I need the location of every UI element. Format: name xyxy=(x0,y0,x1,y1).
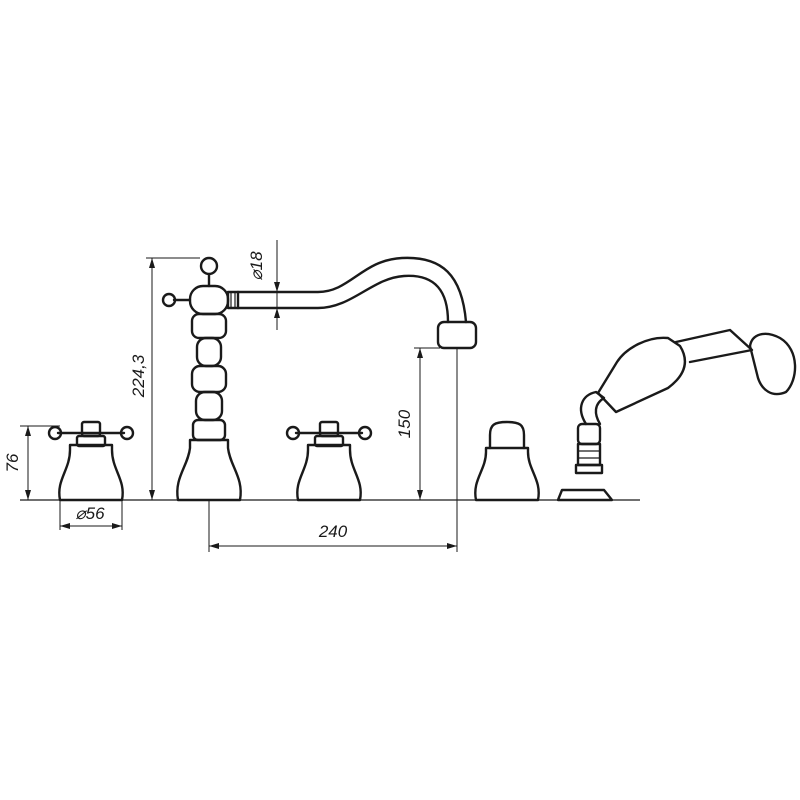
diverter-valve xyxy=(474,420,540,502)
middle-valve xyxy=(285,420,373,502)
left-valve xyxy=(47,420,135,502)
spout-arm xyxy=(226,256,478,350)
dim-label-150: 150 xyxy=(395,409,414,438)
dim-spout-height xyxy=(414,347,440,500)
dim-label-18: ⌀18 xyxy=(247,251,266,281)
dim-pipe-diameter xyxy=(268,240,286,330)
dim-handle-height xyxy=(20,425,60,500)
dim-label-56: ⌀56 xyxy=(75,504,105,523)
dim-label-224-3: 224,3 xyxy=(129,354,148,398)
dim-spout-reach xyxy=(208,348,458,552)
dim-handle-diameter xyxy=(59,500,123,530)
hand-shower xyxy=(556,328,797,502)
dim-total-height xyxy=(146,257,200,500)
dim-label-76: 76 xyxy=(3,453,22,472)
dim-label-240: 240 xyxy=(318,522,348,541)
